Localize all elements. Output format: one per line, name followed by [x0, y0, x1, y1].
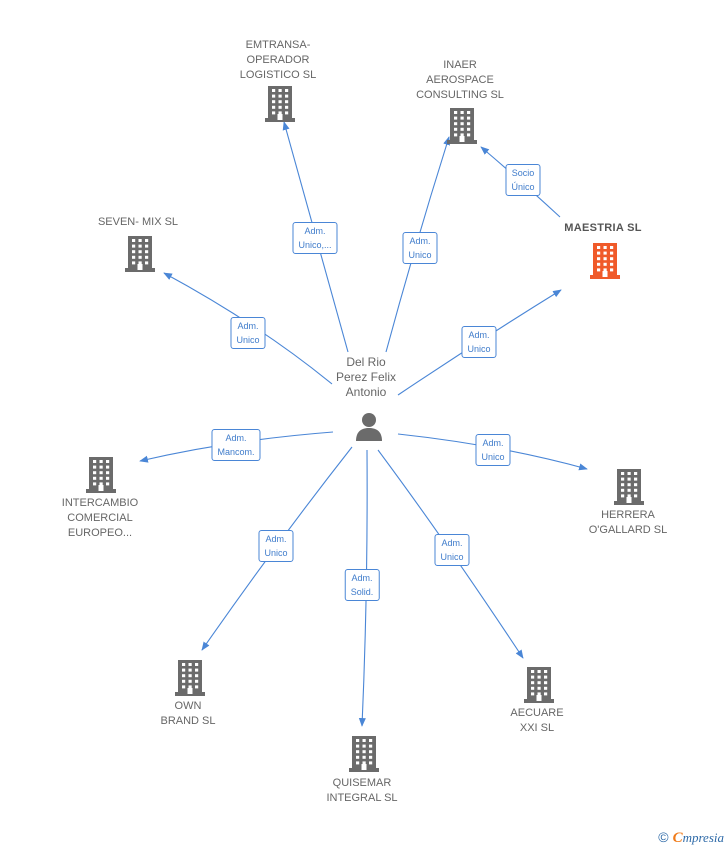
- edge-emtransa-role-label[interactable]: Adm. Unico,...: [292, 222, 338, 254]
- edge-intercambio-role-label[interactable]: Adm. Mancom.: [211, 429, 261, 461]
- company-label-maestria[interactable]: MAESTRIA SL: [564, 222, 642, 234]
- building-icon[interactable]: [125, 234, 155, 272]
- company-label-seven[interactable]: SEVEN- MIX SL: [97, 216, 179, 228]
- edge-seven-role-label[interactable]: Adm. Unico: [230, 317, 266, 349]
- company-label-emtransa[interactable]: EMTRANSA- OPERADOR LOGISTICO SL: [239, 39, 317, 81]
- center-person-label: Del Rio Perez Felix Antonio: [335, 355, 397, 399]
- footer-brand: ©Cmpresia: [658, 829, 724, 847]
- building-icon[interactable]: [614, 467, 644, 505]
- building-icon[interactable]: [349, 734, 379, 772]
- building-icon[interactable]: [86, 455, 116, 493]
- edge-inaer-role-label[interactable]: Adm. Unico: [402, 232, 438, 264]
- edge-own-role-label[interactable]: Adm. Unico: [258, 530, 294, 562]
- company-label-herrera[interactable]: HERRERA O'GALLARD SL: [588, 509, 668, 536]
- edge-herrera-role-label[interactable]: Adm. Unico: [475, 434, 511, 466]
- edge-maestria-role-label[interactable]: Adm. Unico: [461, 326, 497, 358]
- edge-maestria-inaer-role-label[interactable]: Socio Único: [505, 164, 541, 196]
- company-label-aecuare[interactable]: AECUARE XXI SL: [510, 707, 564, 734]
- building-icon[interactable]: [524, 665, 554, 703]
- company-label-intercambio[interactable]: INTERCAMBIO COMERCIAL EUROPEO...: [61, 497, 139, 539]
- brand-name: mpresia: [682, 830, 724, 845]
- building-icon[interactable]: [265, 84, 295, 122]
- copyright-symbol: ©: [658, 829, 669, 845]
- brand-first-letter: C: [672, 830, 683, 846]
- person-icon[interactable]: [354, 411, 384, 441]
- edge-quisemar-role-label[interactable]: Adm. Solid.: [344, 569, 380, 601]
- company-label-quisemar[interactable]: QUISEMAR INTEGRAL SL: [326, 777, 398, 804]
- company-label-own[interactable]: OWN BRAND SL: [160, 700, 216, 727]
- building-icon[interactable]: [447, 106, 477, 144]
- company-label-inaer[interactable]: INAER AEROSPACE CONSULTING SL: [416, 59, 504, 101]
- edge-aecuare-role-label[interactable]: Adm. Unico: [434, 534, 470, 566]
- building-icon[interactable]: [175, 658, 205, 696]
- building-icon[interactable]: [590, 241, 620, 279]
